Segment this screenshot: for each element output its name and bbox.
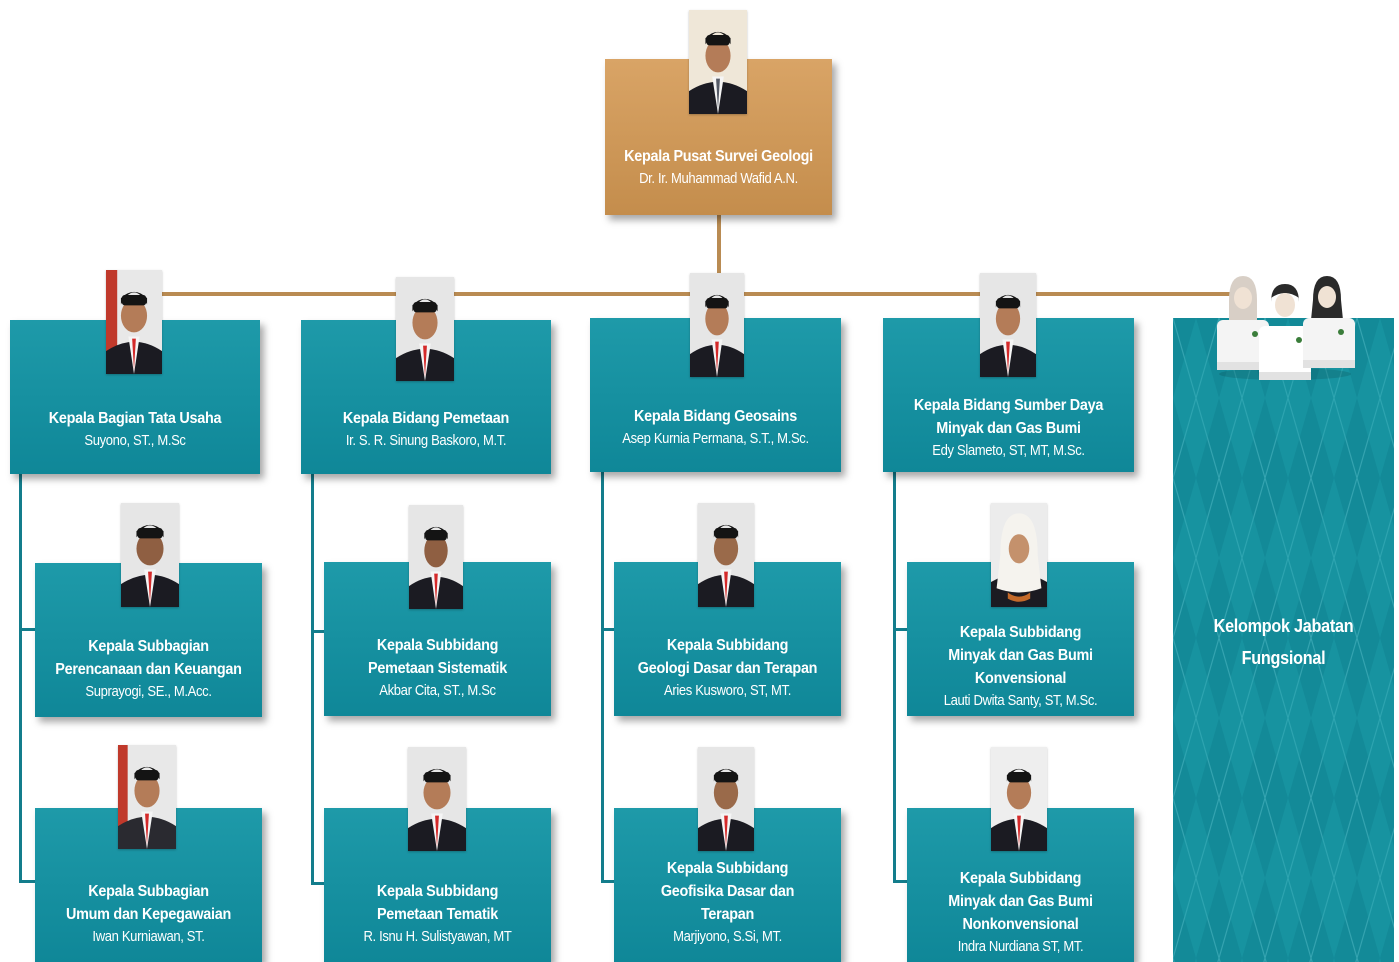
division-3-branch-stub-1 (601, 628, 614, 631)
subunit-3-2-photo (698, 747, 754, 851)
functional-group-box: Kelompok Jabatan Fungsional (1173, 318, 1394, 962)
division-2-branch-stub-1 (311, 630, 324, 633)
head-photo (689, 10, 747, 114)
division-name: Asep Kurnia Permana, S.T., M.Sc. (622, 431, 809, 447)
subunit-1-2-photo (118, 745, 176, 849)
division-title-line-2: Minyak dan Gas Bumi (936, 420, 1081, 437)
subunit-title-line-2: Geofisika Dasar dan Terapan (660, 883, 795, 923)
division-2-branch-stub-2 (311, 882, 324, 885)
subunit-title-line-3: Nonkonvensional (962, 916, 1079, 933)
subunit-2-2-photo (408, 747, 466, 851)
subunit-4-1-photo (991, 503, 1047, 607)
subunit-title-line-1: Kepala Subbagian (88, 883, 209, 900)
subunit-title-line-1: Kepala Subbidang (666, 637, 789, 654)
subunit-title-line-1: Kepala Subbidang (959, 870, 1082, 887)
subunit-name: Suprayogi, SE., M.Acc. (85, 684, 212, 700)
functional-group-title-line-1: Kelompok Jabatan (1213, 616, 1354, 636)
division-title-line-1: Kepala Bidang Sumber Daya (913, 397, 1104, 414)
division-4-branch-stub-1 (893, 628, 907, 631)
subunit-title-line-2: Minyak dan Gas Bumi (948, 647, 1093, 664)
division-name: Suyono, ST., M.Sc (84, 433, 186, 449)
subunit-name: Marjiyono, S.Si, MT. (673, 929, 782, 945)
head-name: Dr. Ir. Muhammad Wafid A.N. (639, 170, 798, 187)
people-group-icon (1215, 270, 1355, 382)
subunit-2-1-photo (409, 505, 463, 609)
subunit-name: Indra Nurdiana ST, MT. (957, 939, 1084, 955)
division-3-branch-stub-2 (601, 880, 614, 883)
subunit-name: R. Isnu H. Sulistyawan, MT (363, 929, 512, 945)
division-4-branch-stub-2 (893, 880, 907, 883)
subunit-name: Iwan Kurniawan, ST. (92, 929, 205, 945)
division-title: Kepala Bidang Pemetaan (342, 410, 510, 427)
head-box: Kepala Pusat Survei Geologi Dr. Ir. Muha… (605, 59, 832, 215)
division-1-photo (106, 270, 162, 374)
division-4-photo (980, 273, 1036, 377)
subunit-title-line-1: Kepala Subbagian (88, 638, 209, 655)
division-2-photo (396, 277, 454, 381)
subunit-title-line-1: Kepala Subbidang (959, 624, 1082, 641)
division-name: Edy Slameto, ST, MT, M.Sc. (932, 443, 1085, 459)
division-title: Kepala Bidang Geosains (634, 408, 797, 425)
division-box-pemetaan: Kepala Bidang Pemetaan Ir. S. R. Sinung … (301, 320, 551, 474)
division-2-branch-line (311, 474, 314, 884)
division-title: Kepala Bagian Tata Usaha (48, 410, 222, 427)
subunit-name: Lauti Dwita Santy, ST, M.Sc. (943, 693, 1098, 709)
subunit-title-line-1: Kepala Subbidang (376, 883, 499, 900)
subunit-title-line-2: Geologi Dasar dan Terapan (637, 660, 818, 677)
division-name: Ir. S. R. Sinung Baskoro, M.T. (345, 433, 507, 449)
subunit-title-line-2: Pemetaan Tematik (376, 906, 499, 923)
division-1-branch-stub-1 (19, 628, 35, 631)
head-connector-vertical (717, 214, 721, 294)
subunit-title-line-1: Kepala Subbidang (666, 860, 789, 877)
subunit-4-2-photo (991, 747, 1047, 851)
subunit-title-line-2: Umum dan Kepegawaian (65, 906, 232, 923)
functional-group-title-line-2: Fungsional (1241, 648, 1326, 668)
functional-group-label: Kelompok Jabatan Fungsional (1173, 610, 1394, 674)
subunit-box-geologi-dasar: Kepala Subbidang Geologi Dasar dan Terap… (614, 562, 841, 716)
division-1-branch-stub-2 (19, 880, 35, 883)
subunit-3-1-photo (698, 503, 754, 607)
division-3-branch-line (601, 472, 604, 882)
subunit-title-line-1: Kepala Subbidang (376, 637, 499, 654)
subunit-name: Aries Kusworo, ST, MT. (664, 683, 791, 699)
subunit-box-migas-nonkonvensional: Kepala Subbidang Minyak dan Gas Bumi Non… (907, 808, 1134, 962)
subunit-title-line-2: Perencanaan dan Keuangan (55, 661, 242, 678)
subunit-name: Akbar Cita, ST., M.Sc (379, 683, 496, 699)
division-3-photo (690, 273, 744, 377)
division-4-branch-line (893, 472, 896, 882)
subunit-title-line-2: Pemetaan Sistematik (368, 660, 507, 677)
division-connector-horizontal (133, 292, 1238, 296)
subunit-title-line-3: Konvensional (974, 670, 1067, 687)
division-1-branch-line (19, 474, 22, 882)
subunit-title-line-2: Minyak dan Gas Bumi (948, 893, 1093, 910)
subunit-1-1-photo (121, 503, 179, 607)
head-title: Kepala Pusat Survei Geologi (624, 147, 813, 165)
diamond-pattern (1173, 318, 1394, 962)
